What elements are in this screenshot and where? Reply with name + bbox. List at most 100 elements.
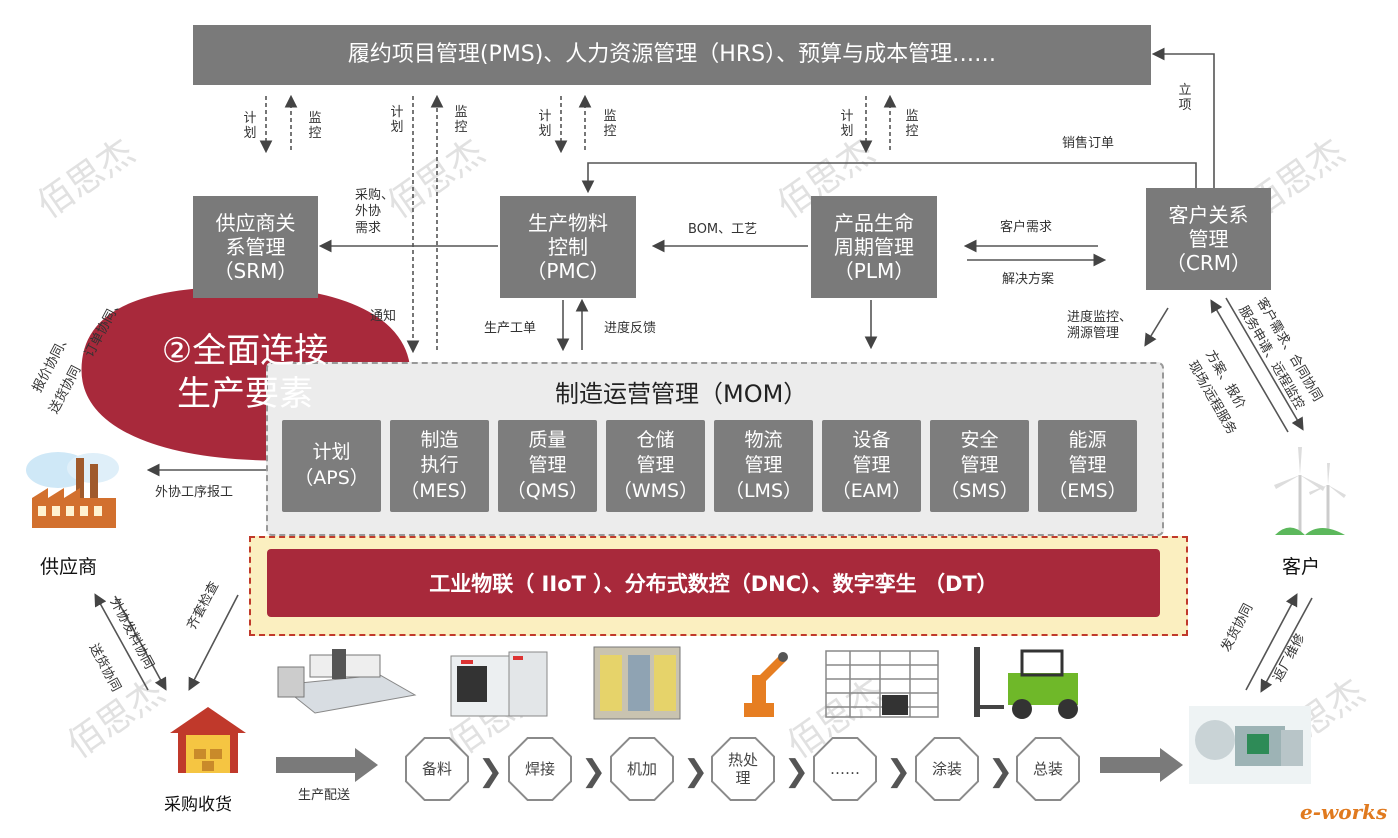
module-line: 安全: [960, 428, 999, 451]
pmc-box: 生产物料 控制 （PMC）: [500, 196, 636, 298]
step-coating: 涂装: [917, 739, 977, 799]
module-line: 质量: [528, 428, 567, 451]
module-sms: 安全 管理 （SMS）: [930, 420, 1029, 512]
sales-order-label: 销售订单: [1062, 136, 1115, 151]
li-xiang-label: 立项: [1178, 83, 1192, 113]
prod-order-label: 生产工单: [484, 321, 537, 336]
solution-label: 解决方案: [1002, 272, 1055, 287]
srm-line1: 供应商关: [215, 211, 296, 235]
module-line: 设备: [852, 428, 891, 451]
plan-label: 计划: [840, 109, 854, 139]
top-management-bar: 履约项目管理(PMS)、人力资源管理（HRS）、预算与成本管理……: [193, 25, 1151, 85]
module-line: 执行: [420, 454, 459, 477]
welding-station-image: [590, 643, 685, 723]
pmc-line3: （PMC）: [526, 259, 610, 283]
chevron-right-icon: ❯: [478, 754, 504, 789]
srm-box: 供应商关 系管理 （SRM）: [193, 196, 318, 298]
plan-label: 计划: [538, 109, 552, 139]
module-line: （QMS）: [506, 479, 589, 502]
module-line: 管理: [852, 454, 891, 477]
module-line: 管理: [744, 454, 783, 477]
callout-line1: ②全面连接: [161, 331, 329, 371]
top-bar-label: 履约项目管理(PMS)、人力资源管理（HRS）、预算与成本管理……: [347, 41, 997, 67]
module-wms: 仓储 管理 （WMS）: [606, 420, 705, 512]
module-line: （APS）: [294, 467, 369, 489]
bom-label: BOM、工艺: [688, 222, 758, 237]
module-line: （LMS）: [724, 479, 803, 502]
iiot-label: 工业物联（ IIoT ）、分布式数控（DNC）、数字孪生 （DT）: [429, 572, 998, 596]
supplier-label: 供应商: [40, 556, 98, 578]
forklift-image: [968, 643, 1103, 723]
crm-box: 客户关系 管理 （CRM）: [1146, 188, 1271, 290]
module-line: 制造: [420, 428, 459, 451]
supplier-factory-icon: [18, 440, 128, 535]
warehouse-icon: [168, 705, 248, 775]
storage-rack-image: [820, 645, 945, 725]
srm-line2: 系管理: [225, 235, 286, 259]
mom-title: 制造运营管理（MOM）: [555, 380, 808, 408]
module-line: （MES）: [400, 479, 479, 502]
monitor-label: 监控: [603, 109, 617, 139]
customer-demand-label: 客户需求: [1000, 220, 1053, 235]
module-line: （WMS）: [612, 479, 699, 502]
step-etc: ……: [815, 739, 875, 799]
notice-label: 通知: [370, 309, 397, 324]
module-line: 管理: [636, 454, 675, 477]
robot-arm-image: [730, 645, 795, 720]
cnc-router-image: [270, 645, 420, 720]
monitor-label: 监控: [905, 109, 919, 139]
plan-label: 计划: [390, 105, 404, 135]
chevron-right-icon: ❯: [988, 754, 1014, 789]
pmc-line1: 生产物料: [528, 211, 608, 235]
step-heat-treat: 热处 理: [713, 739, 773, 799]
module-qms: 质量 管理 （QMS）: [498, 420, 597, 512]
product-machine-image: [1185, 700, 1315, 790]
customer-turbine-icon: [1270, 445, 1350, 540]
srm-line3: （SRM）: [213, 259, 298, 283]
chevron-right-icon: ❯: [683, 754, 709, 789]
module-line: 管理: [1068, 454, 1107, 477]
crm-line2: 管理: [1188, 227, 1229, 251]
module-line: 能源: [1068, 428, 1107, 451]
chevron-right-icon: ❯: [784, 754, 810, 789]
step-weld: 焊接: [510, 739, 570, 799]
module-eam: 设备 管理 （EAM）: [822, 420, 921, 512]
module-line: （EAM）: [831, 479, 912, 502]
step-machining: 机加: [612, 739, 672, 799]
purchase-demand-label: 采购、 外协 需求: [355, 188, 395, 236]
module-line: （SMS）: [940, 479, 1019, 502]
module-mes: 制造 执行 （MES）: [390, 420, 489, 512]
chevron-right-icon: ❯: [581, 754, 607, 789]
prod-dispatch-label: 生产配送: [298, 788, 351, 803]
callout-text: ②全面连接 生产要素: [120, 330, 370, 415]
plm-box: 产品生命 周期管理 （PLM）: [811, 196, 937, 298]
plan-label: 计划: [243, 111, 257, 141]
plm-line2: 周期管理: [834, 235, 914, 259]
module-line: 管理: [960, 454, 999, 477]
customer-label: 客户: [1282, 556, 1321, 578]
plm-line3: （PLM）: [833, 259, 915, 283]
module-line: 计划: [312, 441, 351, 464]
module-aps: 计划 （APS）: [282, 420, 381, 512]
chevron-right-icon: ❯: [886, 754, 912, 789]
step-assembly: 总装: [1018, 739, 1078, 799]
progress-monitor-label: 进度监控、 溯源管理: [1067, 310, 1133, 342]
iiot-bar: 工业物联（ IIoT ）、分布式数控（DNC）、数字孪生 （DT）: [267, 549, 1160, 617]
module-lms: 物流 管理 （LMS）: [714, 420, 813, 512]
callout-line2: 生产要素: [177, 373, 313, 414]
progress-feedback-label: 进度反馈: [604, 321, 657, 336]
module-ems: 能源 管理 （EMS）: [1038, 420, 1137, 512]
machining-center-image: [447, 648, 552, 723]
purchase-receive-label: 采购收货: [164, 795, 232, 815]
module-line: 物流: [744, 428, 783, 451]
crm-line3: （CRM）: [1165, 251, 1252, 275]
pmc-line2: 控制: [548, 235, 588, 259]
module-line: 仓储: [636, 428, 675, 451]
monitor-label: 监控: [308, 111, 322, 141]
crm-line1: 客户关系: [1168, 203, 1249, 227]
outsource-report-label: 外协工序报工: [155, 485, 234, 500]
module-line: 管理: [528, 454, 567, 477]
plm-line1: 产品生命: [834, 211, 914, 235]
module-line: （EMS）: [1048, 479, 1127, 502]
